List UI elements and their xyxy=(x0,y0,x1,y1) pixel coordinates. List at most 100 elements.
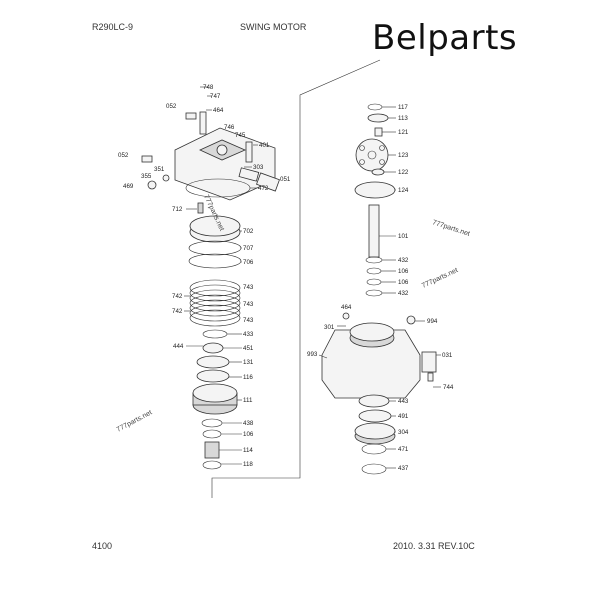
callout-746: 746 xyxy=(224,124,235,131)
plate-124 xyxy=(354,181,396,199)
plug-052-top xyxy=(185,112,197,120)
callout-432-b: 432 xyxy=(398,290,409,297)
callout-101: 101 xyxy=(398,233,409,240)
plate-131 xyxy=(196,355,230,369)
diagram-title: SWING MOTOR xyxy=(240,22,307,32)
callout-303: 303 xyxy=(253,164,264,171)
o-ring-706 xyxy=(188,253,242,269)
right-callouts: 117 113 121 123 122 124 101 432 106 106 … xyxy=(307,104,454,472)
assembly-link-line xyxy=(211,59,381,498)
plug-994 xyxy=(406,315,416,325)
callout-743-a: 743 xyxy=(243,284,254,291)
spacer-451 xyxy=(202,342,224,354)
fitting-051 xyxy=(256,172,280,192)
callout-131: 131 xyxy=(243,359,254,366)
callout-748: 748 xyxy=(203,84,214,91)
ring-117 xyxy=(367,103,383,111)
ring-118 xyxy=(202,460,222,470)
callout-118: 118 xyxy=(243,461,253,468)
callout-051: 051 xyxy=(280,176,291,183)
callout-437: 437 xyxy=(398,465,409,472)
callout-052-left: 052 xyxy=(118,152,129,159)
callout-106-a: 106 xyxy=(398,268,409,275)
port-block-031 xyxy=(421,351,437,373)
right-assembly xyxy=(321,103,437,475)
ring-471 xyxy=(361,443,387,455)
callout-031: 031 xyxy=(442,352,453,359)
callout-117: 117 xyxy=(398,104,408,111)
callout-464-left: 464 xyxy=(213,107,224,114)
callout-702: 702 xyxy=(243,228,254,235)
spring-114 xyxy=(204,441,220,459)
callout-355: 355 xyxy=(141,173,152,180)
ring-106-b xyxy=(366,278,382,286)
spring-712 xyxy=(197,202,204,214)
plug-469 xyxy=(147,180,157,190)
callout-706: 706 xyxy=(243,259,254,266)
o-ring-707 xyxy=(188,240,242,256)
ring-491 xyxy=(358,409,392,423)
watermark-text: 777parts.net xyxy=(431,219,470,238)
callout-433: 433 xyxy=(243,331,254,338)
callout-106-b: 106 xyxy=(398,279,409,286)
ring-106-a xyxy=(366,267,382,275)
callout-106: 106 xyxy=(243,431,254,438)
callout-747: 747 xyxy=(210,93,221,100)
page-number: 4100 xyxy=(92,541,113,551)
callout-443: 443 xyxy=(398,398,409,405)
plate-stack xyxy=(189,279,241,327)
bearing-113 xyxy=(367,113,389,123)
callout-438: 438 xyxy=(243,420,254,427)
callout-122: 122 xyxy=(398,169,409,176)
callout-113: 113 xyxy=(398,115,408,122)
brand-watermark: Belparts xyxy=(372,18,518,58)
callout-304: 304 xyxy=(398,429,409,436)
shaft-101 xyxy=(368,204,380,258)
pin-121 xyxy=(374,127,383,137)
plug-464 xyxy=(342,312,350,320)
callout-301: 301 xyxy=(324,324,335,331)
callout-116: 116 xyxy=(243,374,253,381)
callout-707: 707 xyxy=(243,245,254,252)
callout-464-right: 464 xyxy=(341,304,352,311)
callout-471: 471 xyxy=(398,446,409,453)
revision-date: 2010. 3.31 REV.10C xyxy=(393,541,475,551)
callout-743-c: 743 xyxy=(243,317,254,324)
callout-451: 451 xyxy=(243,345,254,352)
callout-743-b: 743 xyxy=(243,301,254,308)
ring-106 xyxy=(202,429,222,439)
ring-122 xyxy=(371,168,385,176)
ring-438 xyxy=(201,418,223,428)
callout-111: 111 xyxy=(243,397,253,404)
plug-744 xyxy=(427,372,434,382)
ring-433 xyxy=(202,329,228,339)
callout-745: 745 xyxy=(235,132,246,139)
snap-ring-437 xyxy=(361,463,387,475)
watermark-text: 777parts.net xyxy=(421,267,459,290)
callout-114: 114 xyxy=(243,447,253,454)
callout-742-b: 742 xyxy=(172,308,183,315)
piston-702-top xyxy=(189,215,241,237)
plug-052-left xyxy=(141,155,153,163)
left-assembly xyxy=(141,111,280,470)
left-callouts: 748 747 052 464 746 745 401 052 303 355 … xyxy=(118,84,291,468)
o-ring-355 xyxy=(162,174,170,182)
callout-052-top: 052 xyxy=(166,103,177,110)
ring-432 xyxy=(365,256,383,264)
callout-401: 401 xyxy=(259,142,270,149)
callout-491: 491 xyxy=(398,413,409,420)
bearing-111 xyxy=(192,383,238,415)
callout-124: 124 xyxy=(398,187,409,194)
cylinder-block-123 xyxy=(355,138,389,172)
ring-432-b xyxy=(365,289,383,297)
seal-443 xyxy=(358,394,390,408)
watermark-text: 777parts.net xyxy=(116,409,154,433)
callout-444: 444 xyxy=(173,343,184,350)
callout-469: 469 xyxy=(123,183,134,190)
valve-cover-port xyxy=(216,144,228,156)
bearing-304 xyxy=(354,422,396,445)
callout-712: 712 xyxy=(172,206,183,213)
callout-351: 351 xyxy=(154,166,165,173)
